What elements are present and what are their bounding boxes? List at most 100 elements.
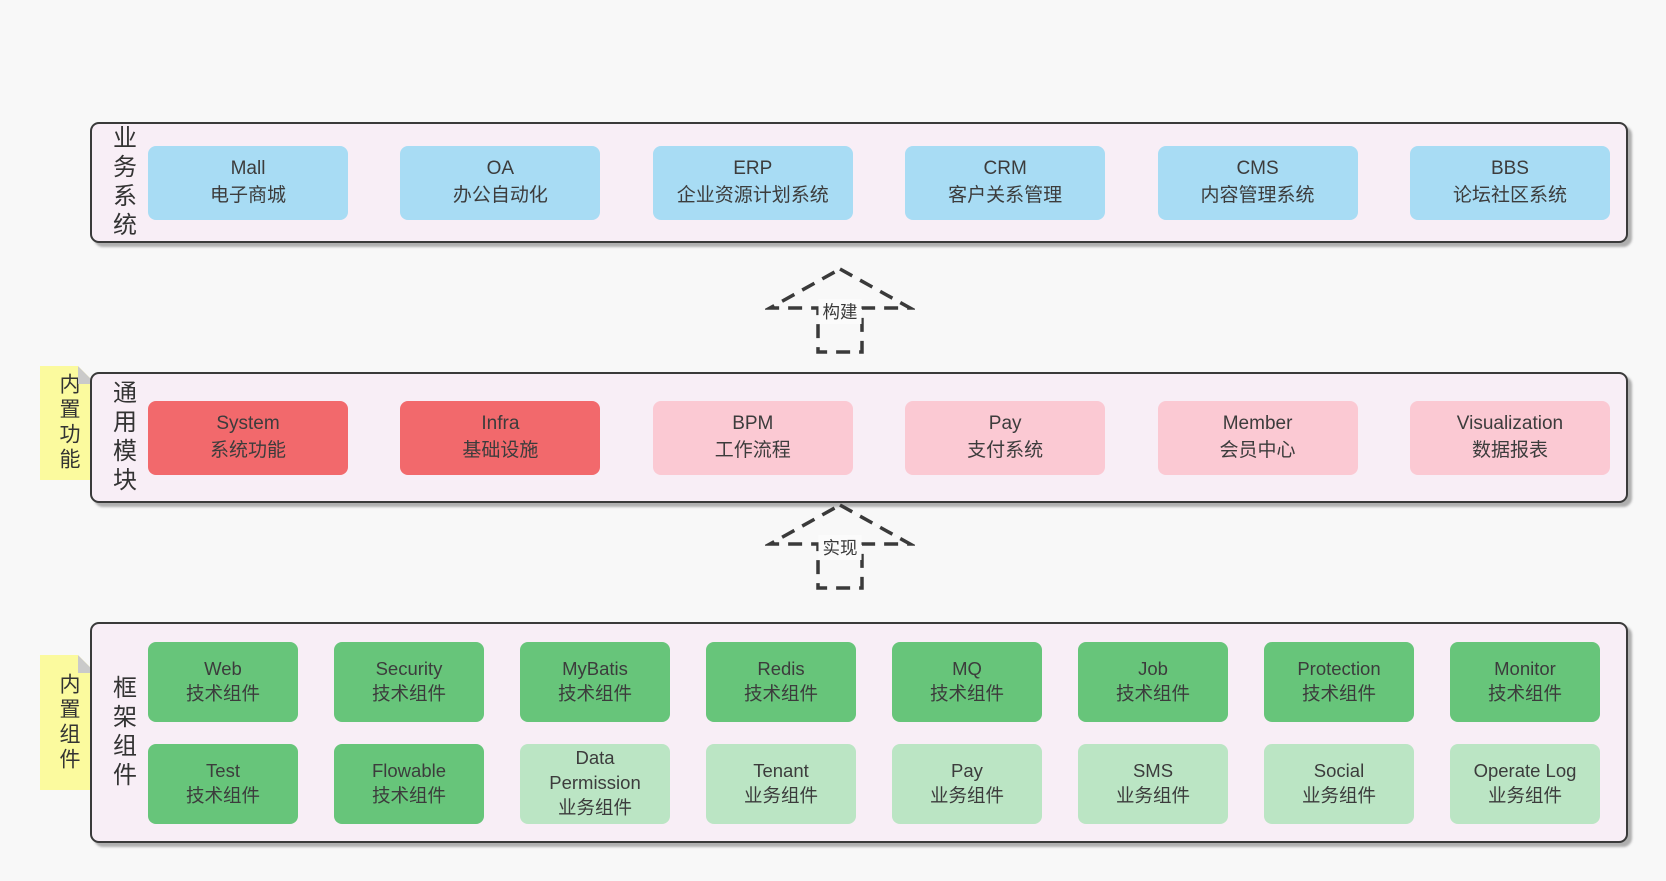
- box-name: CMS: [1236, 157, 1279, 179]
- box-mall: Mall 电子商城: [148, 145, 348, 220]
- box-desc: 技术组件: [371, 682, 446, 704]
- box-name: Security: [375, 657, 443, 679]
- box-job: Job 技术组件: [1078, 641, 1228, 722]
- box-name: SMS: [1132, 759, 1174, 781]
- box-name: Operate Log: [1473, 759, 1577, 781]
- box-infra: Infra 基础设施: [400, 400, 601, 475]
- box-crm: CRM 客户关系管理: [905, 145, 1106, 220]
- sticky-builtin-features: 内置功能: [40, 366, 96, 480]
- box-name: MQ: [952, 657, 982, 679]
- box-name: Pay: [951, 759, 983, 781]
- box-desc: 技术组件: [557, 682, 632, 704]
- box-protection: Protection 技术组件: [1264, 641, 1414, 722]
- box-erp: ERP 企业资源计划系统: [652, 145, 853, 220]
- layer-title-business-systems: 业务系统: [108, 124, 136, 241]
- box-name: CRM: [983, 157, 1027, 179]
- box-desc: 客户关系管理: [948, 184, 1063, 206]
- box-desc: 技术组件: [1115, 682, 1190, 704]
- framework-components-grid: Web 技术组件 Security 技术组件 MyBatis 技术组件 Redi…: [148, 624, 1600, 841]
- box-desc: 支付系统: [967, 439, 1044, 461]
- box-desc: 技术组件: [1301, 682, 1376, 704]
- box-monitor: Monitor 技术组件: [1450, 641, 1600, 722]
- panel-common-modules: 通用模块 System 系统功能 Infra 基础设施 BPM 工作流程 Pay…: [90, 372, 1628, 503]
- box-name: OA: [486, 157, 515, 179]
- sticky-builtin-components-label: 内置组件: [57, 672, 80, 773]
- box-desc: 会员中心: [1219, 439, 1296, 461]
- box-social: Social 业务组件: [1264, 743, 1414, 824]
- box-desc: 技术组件: [185, 682, 260, 704]
- dashed-up-arrow-icon: [765, 266, 915, 354]
- box-oa: OA 办公自动化: [400, 145, 601, 220]
- box-name: Infra: [481, 412, 520, 434]
- box-name: Mall: [230, 157, 266, 179]
- box-redis: Redis 技术组件: [706, 641, 856, 722]
- box-desc: 业务组件: [1301, 784, 1376, 806]
- common-modules-row: System 系统功能 Infra 基础设施 BPM 工作流程 Pay 支付系统…: [148, 374, 1610, 501]
- box-desc: 技术组件: [185, 784, 260, 806]
- box-desc: 技术组件: [371, 784, 446, 806]
- box-visualization: Visualization 数据报表: [1409, 400, 1610, 475]
- box-data-permission: Data Permission 业务组件: [520, 743, 670, 824]
- box-system: System 系统功能: [148, 400, 348, 475]
- box-desc: 内容管理系统: [1200, 184, 1315, 206]
- box-desc: 企业资源计划系统: [676, 184, 829, 206]
- box-desc: 业务组件: [1487, 784, 1562, 806]
- box-name: BBS: [1490, 157, 1529, 179]
- box-desc: 论坛社区系统: [1452, 184, 1567, 206]
- box-name: Pay: [988, 412, 1022, 434]
- box-name: ERP: [733, 157, 773, 179]
- box-desc: 工作流程: [714, 439, 791, 461]
- box-name: Protection: [1297, 657, 1381, 679]
- box-desc: 技术组件: [1487, 682, 1562, 704]
- box-desc: 电子商城: [209, 184, 286, 206]
- box-desc: 业务组件: [929, 784, 1004, 806]
- arrow-build-up: 构建: [765, 266, 915, 356]
- box-sms: SMS 业务组件: [1078, 743, 1228, 824]
- box-name: MyBatis: [562, 657, 628, 679]
- box-name: Flowable: [371, 759, 447, 781]
- box-desc: 技术组件: [743, 682, 818, 704]
- sticky-builtin-features-label: 内置功能: [57, 373, 80, 473]
- box-name: Social: [1313, 759, 1365, 781]
- box-bpm: BPM 工作流程: [652, 400, 853, 475]
- sticky-builtin-components: 内置组件: [40, 655, 96, 790]
- box-name: Job: [1138, 657, 1168, 679]
- box-desc: 数据报表: [1471, 439, 1548, 461]
- arrow-implement-label: 实现: [818, 535, 862, 560]
- box-test: Test 技术组件: [148, 743, 298, 824]
- box-name: Test: [206, 759, 240, 781]
- layer-title-framework-components: 框架组件: [108, 674, 136, 791]
- box-tenant: Tenant 业务组件: [706, 743, 856, 824]
- box-mq: MQ 技术组件: [892, 641, 1042, 722]
- box-pay: Pay 支付系统: [905, 400, 1106, 475]
- box-name: Data Permission: [549, 747, 641, 794]
- box-desc: 系统功能: [209, 439, 286, 461]
- box-name: Redis: [757, 657, 805, 679]
- box-desc: 业务组件: [557, 796, 632, 818]
- panel-business-systems: 业务系统 Mall 电子商城 OA 办公自动化 ERP 企业资源计划系统 CRM…: [90, 122, 1628, 243]
- arrow-build-label: 构建: [818, 299, 862, 324]
- box-desc: 基础设施: [462, 439, 539, 461]
- box-bbs: BBS 论坛社区系统: [1409, 145, 1610, 220]
- box-name: System: [216, 412, 280, 434]
- business-systems-row: Mall 电子商城 OA 办公自动化 ERP 企业资源计划系统 CRM 客户关系…: [148, 124, 1610, 241]
- box-web: Web 技术组件: [148, 641, 298, 722]
- box-desc: 办公自动化: [452, 184, 548, 206]
- box-name: Visualization: [1456, 412, 1564, 434]
- box-security: Security 技术组件: [334, 641, 484, 722]
- box-desc: 业务组件: [743, 784, 818, 806]
- box-name: Web: [204, 657, 242, 679]
- box-name: Monitor: [1494, 657, 1556, 679]
- arrow-implement-up: 实现: [765, 502, 915, 592]
- panel-framework-components: 框架组件 Web 技术组件 Security 技术组件 MyBatis 技术组件…: [90, 622, 1628, 843]
- box-pay-biz: Pay 业务组件: [892, 743, 1042, 824]
- box-mybatis: MyBatis 技术组件: [520, 641, 670, 722]
- box-name: BPM: [732, 412, 774, 434]
- box-cms: CMS 内容管理系统: [1157, 145, 1358, 220]
- box-desc: 业务组件: [1115, 784, 1190, 806]
- box-name: Tenant: [753, 759, 809, 781]
- box-member: Member 会员中心: [1157, 400, 1358, 475]
- box-operate-log: Operate Log 业务组件: [1450, 743, 1600, 824]
- layer-title-common-modules: 通用模块: [108, 379, 136, 496]
